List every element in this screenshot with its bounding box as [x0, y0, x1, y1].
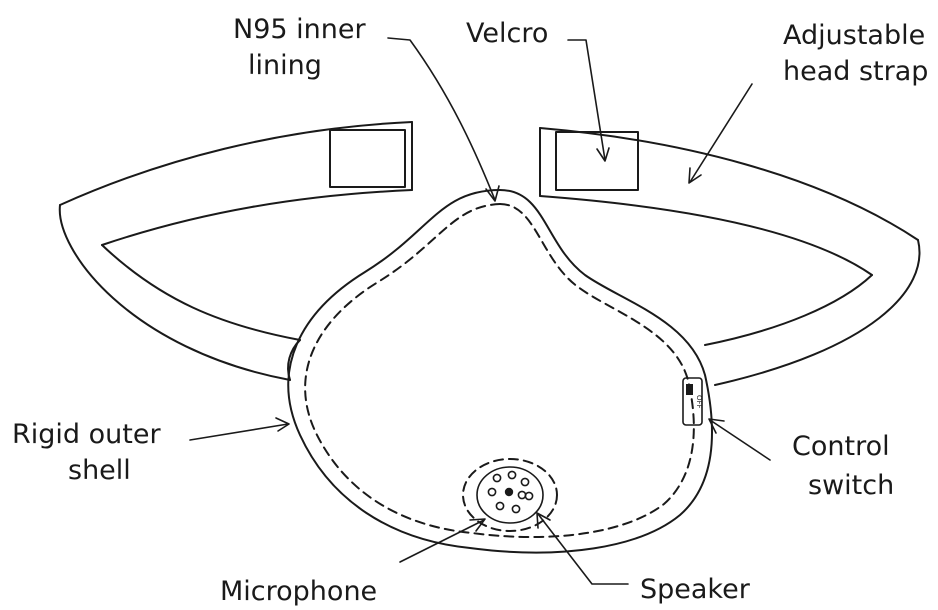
microphone-leader [400, 520, 484, 562]
head-strap-leader [690, 84, 752, 182]
diagram-labels: N95 inner lining Velcro Adjustable head … [12, 14, 928, 607]
outer-shell-leader [190, 424, 288, 440]
n95-inner-lining-outline [305, 204, 694, 537]
microphone-label: Microphone [220, 576, 377, 607]
head-strap-label-line1: Adjustable [783, 20, 925, 51]
rigid-outer-shell [288, 190, 712, 553]
speaker-label: Speaker [640, 574, 751, 605]
left-velcro-patch [330, 130, 405, 187]
control-switch-leader [710, 420, 770, 460]
control-switch-label-line1: Control [792, 431, 890, 462]
left-head-strap [60, 122, 412, 380]
switch-off-text: OFF [695, 395, 703, 409]
head-strap-label-line2: head strap [783, 56, 928, 87]
speaker-holes [488, 471, 532, 512]
leader-lines [190, 38, 770, 584]
n95-lining-label-line1: N95 inner [233, 14, 366, 45]
right-head-strap [540, 128, 919, 385]
control-switch-label-line2: switch [808, 470, 894, 501]
velcro-leader [568, 40, 605, 160]
outer-shell-label-line2: shell [68, 455, 131, 486]
outer-shell-label-line1: Rigid outer [12, 419, 161, 450]
n95-lining-label-line2: lining [248, 50, 322, 81]
right-velcro-patch [556, 132, 638, 190]
velcro-label: Velcro [466, 18, 548, 49]
microphone-port [505, 488, 513, 496]
